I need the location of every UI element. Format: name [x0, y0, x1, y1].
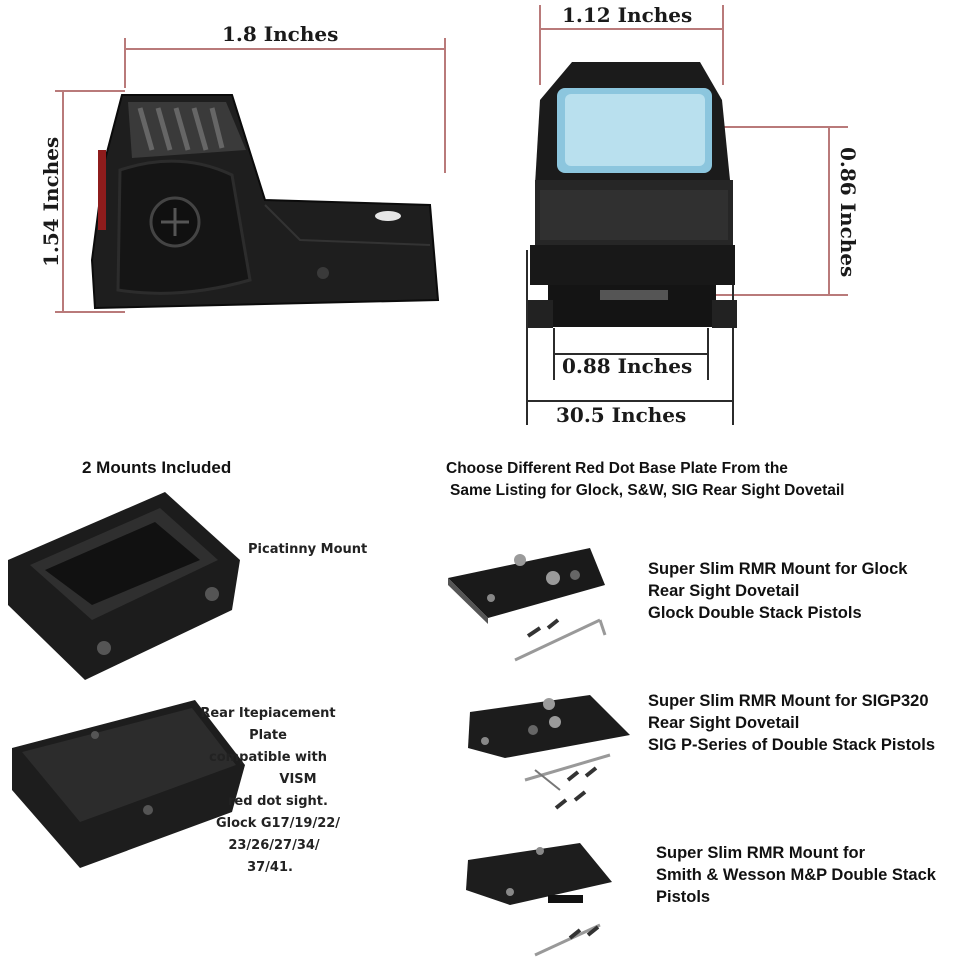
side-width-line: [125, 48, 445, 50]
base-width-label: 30.5 Inches: [556, 403, 687, 427]
base-plate-heading-line-1: Choose Different Red Dot Base Plate From…: [446, 460, 788, 477]
window-height-line: [828, 126, 830, 294]
base-width-tick-left: [526, 250, 528, 425]
rear-plate-line-7: 37/41.: [247, 860, 293, 875]
base-width-tick-right: [732, 250, 734, 425]
mounts-heading: 2 Mounts Included: [82, 458, 232, 477]
rear-plate-line-3: VISM: [279, 772, 317, 787]
side-height-tick-bottom: [55, 311, 125, 313]
front-width-tick-right: [722, 5, 724, 85]
rear-plate-line-6: 23/26/27/34/: [228, 838, 320, 853]
side-width-tick-right: [444, 38, 446, 173]
rail-width-tick-right: [707, 328, 709, 380]
side-width-tick-left: [124, 38, 126, 88]
sig-plate-line-1: Super Slim RMR Mount for SIGP320: [648, 692, 929, 710]
sig-plate-line-2: Rear Sight Dovetail: [648, 714, 800, 732]
sig-plate-line-3: SIG P-Series of Double Stack Pistols: [648, 736, 936, 754]
front-width-tick-left: [539, 5, 541, 85]
front-width-line: [540, 28, 723, 30]
sig-plate-description: Super Slim RMR Mount for SIGP320 Rear Si…: [648, 690, 935, 756]
rear-plate-line-2: compatible with: [209, 750, 327, 765]
rear-plate-description: Rear Itepiacement Plate compatible with …: [183, 703, 353, 879]
base-plate-heading: Choose Different Red Dot Base Plate From…: [446, 458, 844, 502]
glock-plate-line-1: Super Slim RMR Mount for Glock: [648, 560, 908, 578]
rear-plate-line-1: Rear Itepiacement Plate: [200, 706, 336, 743]
rail-width-label: 0.88 Inches: [562, 354, 693, 378]
rail-width-line: [553, 353, 708, 355]
smith-wesson-plate-line-2: Smith & Wesson M&P Double Stack: [656, 866, 936, 884]
window-height-tick-top: [640, 126, 848, 128]
rail-width-tick-left: [553, 328, 555, 380]
base-width-line: [526, 400, 733, 402]
glock-plate-description: Super Slim RMR Mount for Glock Rear Sigh…: [648, 558, 907, 624]
side-height-line: [62, 90, 64, 312]
rear-plate-line-5: Glock G17/19/22/: [215, 816, 341, 831]
window-height-tick-bottom: [700, 294, 848, 296]
side-height-tick-top: [55, 90, 125, 92]
glock-plate-line-3: Glock Double Stack Pistols: [648, 604, 862, 622]
glock-plate-line-2: Rear Sight Dovetail: [648, 582, 800, 600]
front-width-label: 1.12 Inches: [562, 3, 693, 27]
picatinny-label: Picatinny Mount: [248, 542, 368, 557]
smith-wesson-plate-line-3: Pistols: [656, 888, 711, 906]
side-width-label: 1.8 Inches: [222, 22, 339, 46]
smith-wesson-plate-line-1: Super Slim RMR Mount for: [656, 844, 865, 862]
smith-wesson-plate-description: Super Slim RMR Mount for Smith & Wesson …: [656, 842, 936, 908]
rear-plate-line-4: red dot sight.: [228, 794, 328, 809]
base-plate-heading-line-2: Same Listing for Glock, S&W, SIG Rear Si…: [450, 482, 845, 499]
